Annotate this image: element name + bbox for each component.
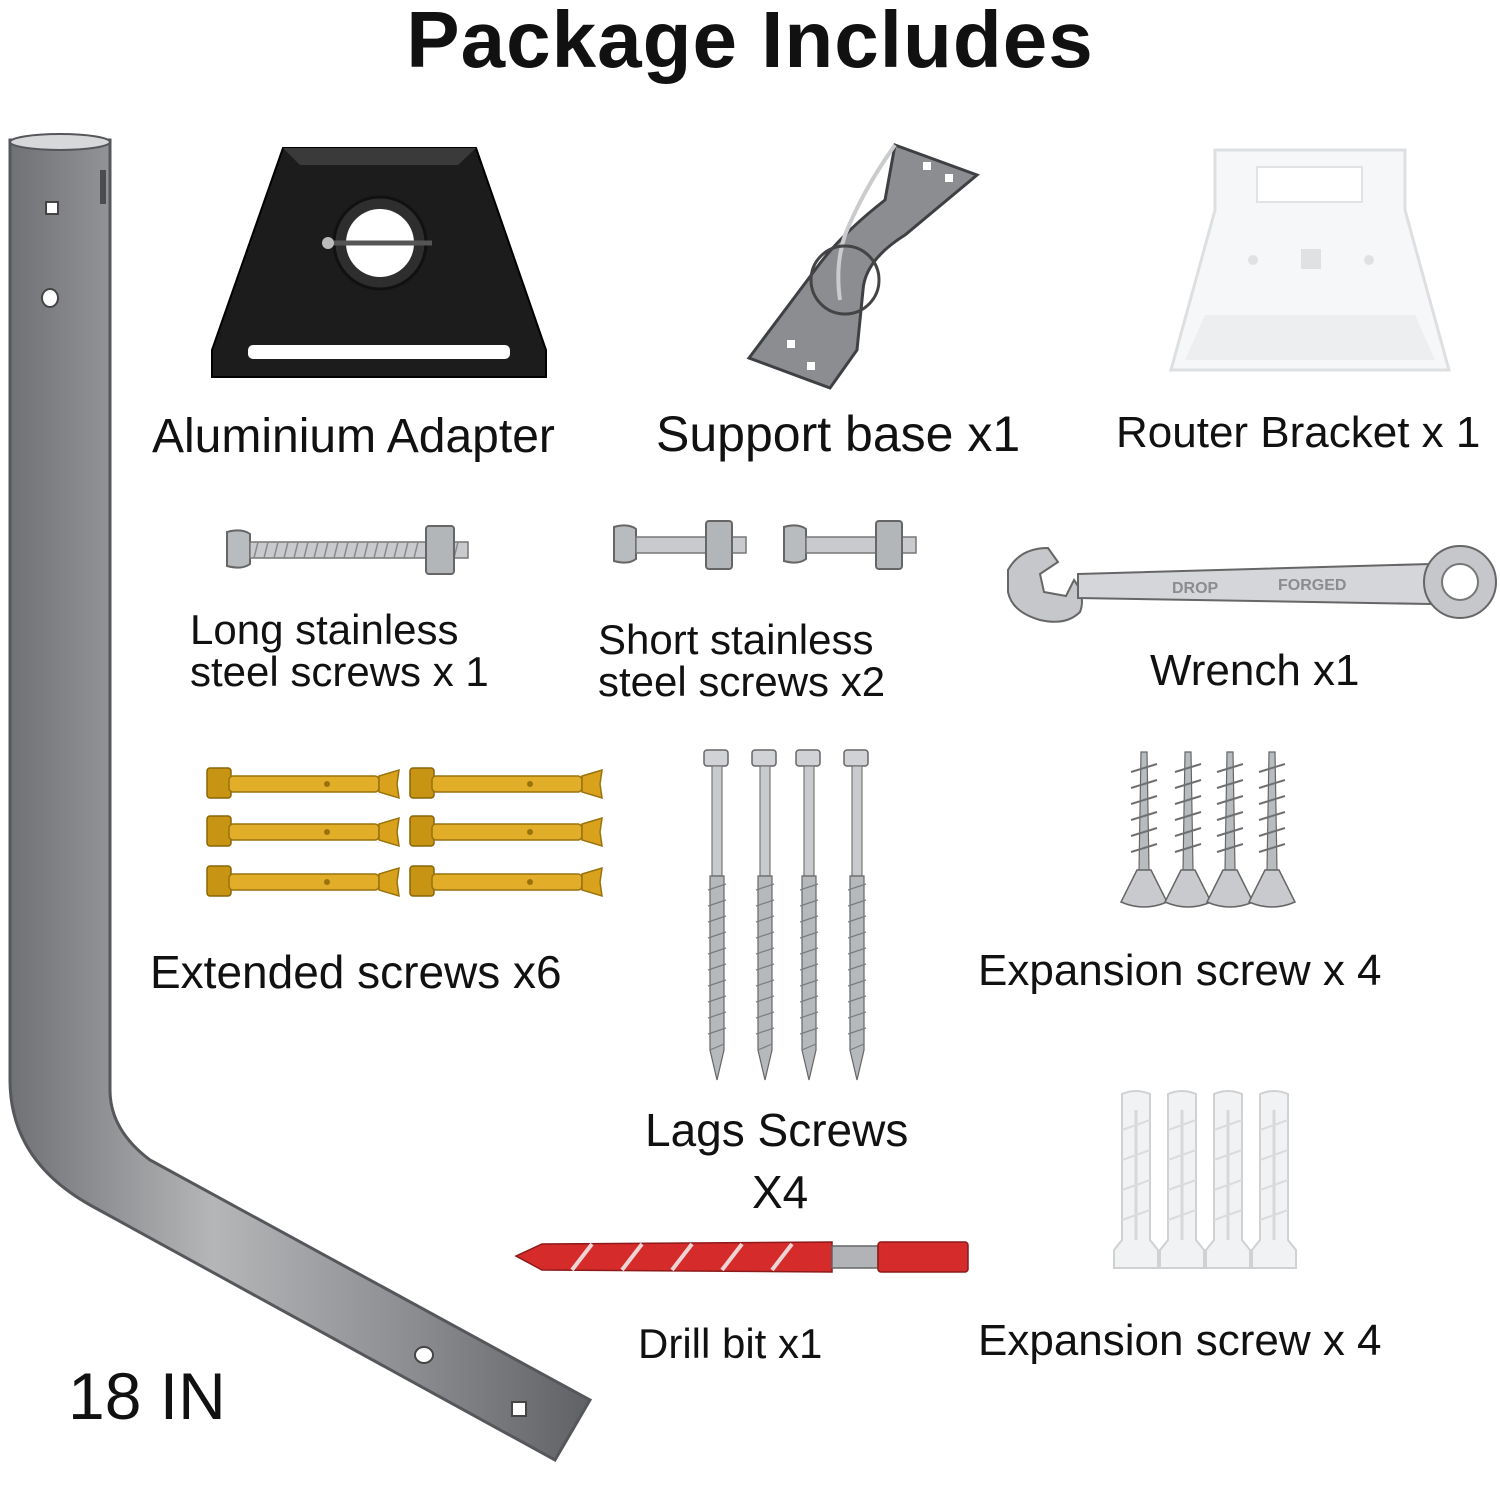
wrench-image: DROP FORGED [1007,545,1497,623]
long-screw-label-line1: Long stainless [190,606,459,653]
router-bracket-label: Router Bracket x 1 [1116,408,1481,457]
page-title: Package Includes [406,0,1094,84]
extended-screws-image [206,767,603,897]
mounting-pole-image [8,133,593,1463]
aluminium-adapter-image [211,147,547,378]
extended-screws-label: Extended screws x6 [150,946,562,998]
short-screws-label-line2: steel screws x2 [598,658,886,705]
aluminium-adapter-label: Aluminium Adapter [152,410,555,463]
wrench-label: Wrench x1 [1150,646,1360,695]
wrench-engraving-1: DROP [1172,580,1219,597]
short-screws-image [613,520,917,570]
drill-bit-label: Drill bit x1 [638,1320,823,1367]
expansion-screws-label: Expansion screw x 4 [978,946,1382,995]
long-screw-label-line2: steel screws x 1 [190,648,489,695]
lag-screws-label-line2: X4 [752,1166,809,1218]
wall-anchors-label: Expansion screw x 4 [978,1316,1382,1365]
long-screw-image [226,525,469,575]
short-screws-label-line1: Short stainless [598,616,874,663]
pole-size-label: 18 IN [68,1359,226,1433]
wrench-engraving-2: FORGED [1278,577,1346,594]
drill-bit-image [514,1241,969,1273]
support-base-image [746,142,980,390]
lag-screws-label-line1: Lags Screws [645,1104,909,1156]
expansion-screws-image [1120,751,1296,908]
support-base-label: Support base x1 [656,406,1021,462]
router-bracket-image [1169,148,1451,372]
wall-anchors-image [1112,1089,1298,1270]
lag-screws-image [703,749,869,1081]
